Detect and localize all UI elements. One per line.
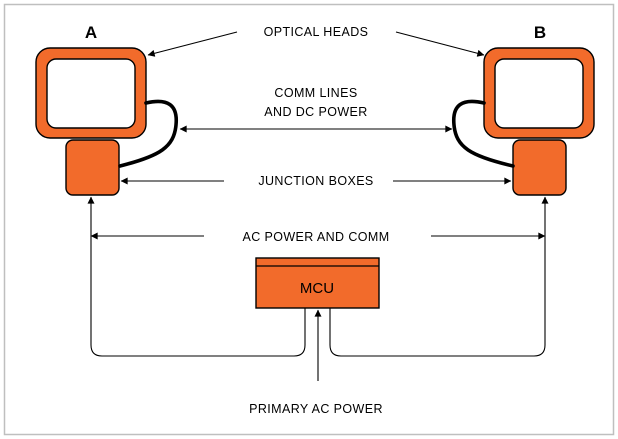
cable-a (118, 99, 178, 168)
ac-power-comm-label: AC POWER AND COMM (242, 230, 389, 244)
ac-line-a (87, 196, 306, 357)
optical-head-b (483, 47, 595, 139)
mcu-label: MCU (300, 280, 334, 297)
junction-box-b (512, 139, 567, 196)
cable-b (452, 99, 515, 168)
optical-head-a (35, 47, 147, 139)
mcu-unit (255, 257, 380, 309)
comm-lines-label-1: COMM LINES (274, 86, 357, 100)
junction-boxes-label: JUNCTION BOXES (258, 174, 373, 188)
optical-heads-arrow-a (147, 31, 238, 57)
head-b-label: B (534, 23, 546, 42)
head-a-label: A (85, 23, 97, 42)
ac-line-b (329, 196, 549, 357)
junction-box-a (65, 139, 120, 196)
comm-lines-label-2: AND DC POWER (264, 105, 367, 119)
optical-heads-label: OPTICAL HEADS (264, 25, 369, 39)
optical-heads-arrow-b (395, 31, 485, 57)
primary-ac-power-label: PRIMARY AC POWER (249, 402, 383, 416)
